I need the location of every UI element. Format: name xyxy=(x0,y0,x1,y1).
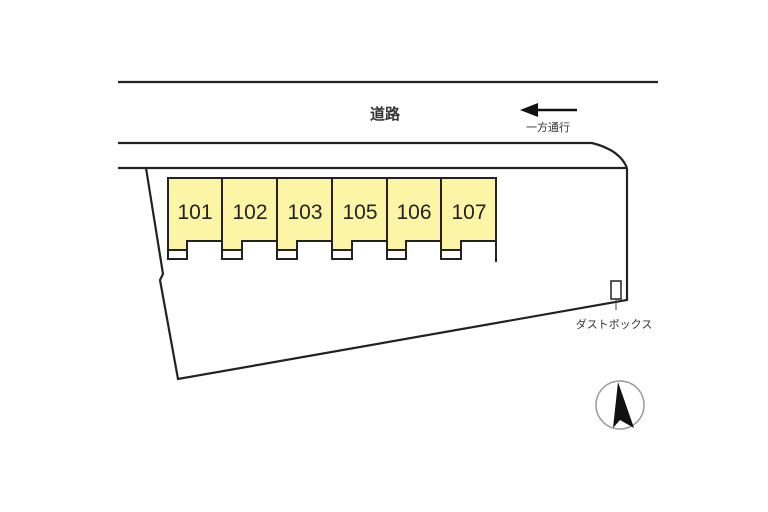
north-arrow-icon xyxy=(595,380,645,430)
road: 道路 一方通行 xyxy=(118,80,658,169)
one-way-arrow-icon xyxy=(520,103,577,117)
dust-box-icon xyxy=(610,280,622,300)
site-boundary xyxy=(118,166,629,381)
road-label: 道路 xyxy=(370,105,401,123)
dust-box-label: ダストボックス xyxy=(576,317,653,331)
unit-105[interactable]: 105 xyxy=(331,177,388,260)
unit-label: 101 xyxy=(177,201,212,224)
unit-101[interactable]: 101 xyxy=(167,177,223,260)
unit-label: 105 xyxy=(342,201,377,224)
unit-label: 107 xyxy=(451,201,486,224)
unit-102[interactable]: 102 xyxy=(221,177,278,260)
dust-box: ダストボックス xyxy=(576,280,653,331)
unit-106[interactable]: 106 xyxy=(386,177,442,260)
unit-107[interactable]: 107 xyxy=(440,177,497,262)
unit-label: 103 xyxy=(287,201,322,224)
unit-103[interactable]: 103 xyxy=(276,177,333,260)
road-bottom-edge xyxy=(118,141,629,169)
unit-label: 106 xyxy=(396,201,431,224)
unit-label: 102 xyxy=(232,201,267,224)
one-way-label: 一方通行 xyxy=(526,120,570,134)
units: 101 102 103 105 106 xyxy=(167,177,497,262)
